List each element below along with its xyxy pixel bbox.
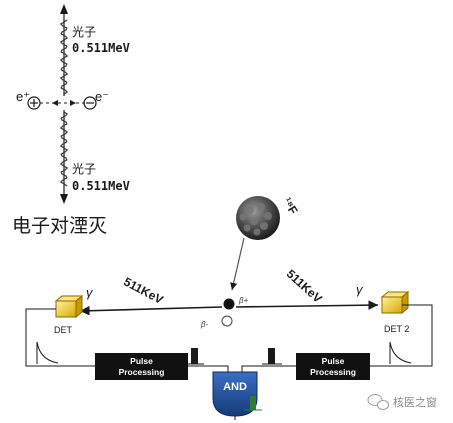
photon-bottom-energy: 0.511MeV	[72, 179, 130, 193]
pulse-processing-right	[296, 353, 370, 380]
decay-pulse-left	[36, 341, 59, 364]
pulse-left-line1: Pulse	[130, 356, 153, 366]
wire-left	[25, 308, 95, 367]
arrow-right-icon	[52, 100, 58, 106]
photon-bottom-label: 光子	[72, 162, 96, 176]
annihilation-diagram: 光子 0.511MeV 光子 0.511MeV e⁺ e⁻ 电子对湮灭	[12, 4, 130, 237]
lower-arrowhead-icon	[60, 194, 68, 204]
square-pulse-left	[191, 348, 198, 364]
and-gate-label: AND	[223, 381, 247, 393]
photon-top-energy: 0.511MeV	[72, 41, 130, 55]
electron-label: e⁻	[95, 89, 109, 104]
detector-left-icon	[54, 294, 84, 319]
square-pulse-right	[268, 348, 275, 364]
watermark: 核医之窗	[367, 394, 437, 410]
annihilation-caption: 电子对湮灭	[12, 215, 107, 237]
nucleus-label: ¹⁸F	[280, 195, 301, 217]
emission-arrow	[230, 237, 245, 291]
watermark-text: 核医之窗	[393, 395, 437, 409]
energy-right-label: 511KeV	[284, 267, 325, 306]
wechat-icon	[367, 394, 389, 410]
gamma-ray-left	[79, 305, 223, 316]
photon-top-label: 光子	[72, 25, 96, 39]
pulse-left-line2: Processing	[119, 367, 165, 377]
detector-left-label: DET	[54, 325, 73, 335]
gamma-ray-right	[235, 300, 379, 310]
arrow-left-icon	[70, 100, 76, 106]
gamma-right-label: γ	[356, 282, 364, 297]
detector-right-icon	[380, 290, 410, 315]
wire-to-and-left	[188, 365, 229, 372]
detector-right-label: DET 2	[384, 324, 409, 334]
output-pulse	[250, 396, 256, 410]
gamma-left-label: γ	[86, 285, 94, 300]
electron-dot	[221, 315, 233, 327]
wire-right	[370, 304, 433, 367]
decay-pulse-right	[389, 341, 412, 364]
energy-left-label: 511KeV	[121, 274, 165, 306]
beta-minus-label: β-	[200, 320, 209, 329]
pulse-processing-left	[95, 353, 188, 380]
beta-plus-label: β+	[238, 296, 249, 305]
photon-wave-top	[59, 19, 69, 95]
photon-wave-bottom	[59, 111, 69, 187]
positron-dot	[223, 298, 235, 310]
pulse-right-line1: Pulse	[322, 356, 345, 366]
pulse-right-line2: Processing	[310, 367, 356, 377]
wire-to-and-right	[241, 365, 296, 372]
upper-arrowhead-icon	[60, 4, 68, 14]
positron-label: e⁺	[16, 89, 30, 104]
electron-icon	[83, 96, 97, 110]
positron-icon	[27, 96, 41, 110]
